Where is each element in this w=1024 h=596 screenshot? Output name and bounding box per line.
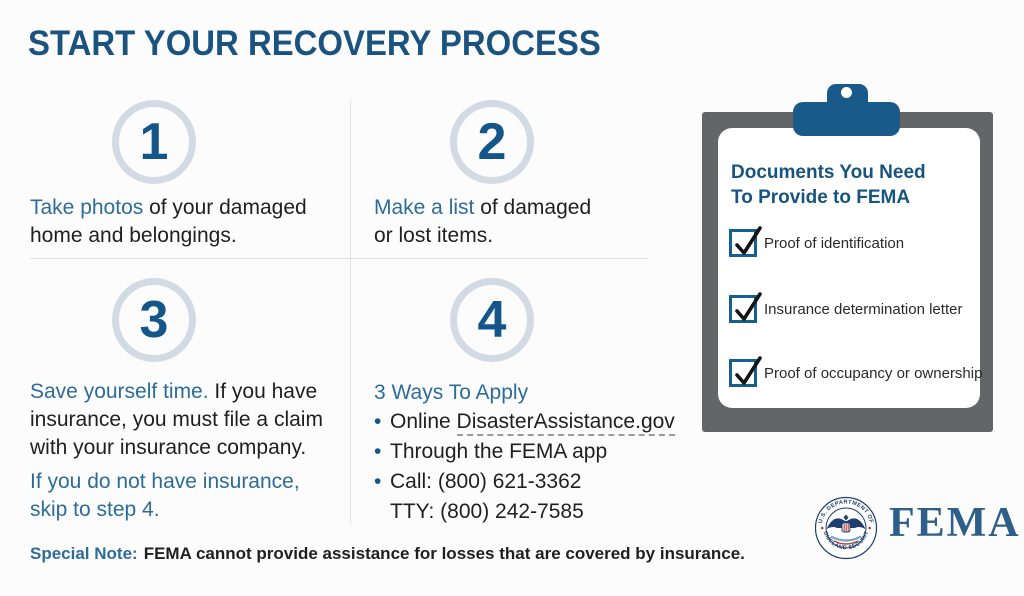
apply-option-app: • Through the FEMA app	[374, 437, 675, 467]
horizontal-divider	[30, 258, 648, 259]
step-4-badge: 4	[450, 278, 534, 362]
bullet-icon: •	[374, 470, 382, 493]
step-3-badge: 3	[112, 278, 196, 362]
step-3-text: Save yourself time. If you have insuranc…	[30, 378, 323, 462]
step-3-line-3: with your insurance company.	[30, 436, 307, 459]
special-note-label: Special Note:	[30, 544, 138, 563]
special-note-text: FEMA cannot provide assistance for losse…	[143, 544, 745, 563]
checklist-item: Proof of identification	[729, 226, 905, 257]
page-title: START YOUR RECOVERY PROCESS	[28, 24, 601, 63]
step-3-line-1: Save yourself time. If you have	[30, 380, 318, 403]
bullet-icon: •	[374, 440, 382, 463]
step-2-text: Make a list of damaged or lost items.	[374, 194, 591, 250]
step-3-number: 3	[139, 291, 169, 349]
step-4-number: 4	[477, 291, 507, 349]
checklist-item: Insurance determination letter	[729, 292, 963, 323]
clipboard-title-line-1: Documents You Need	[731, 162, 926, 183]
step-1-badge: 1	[112, 100, 196, 184]
dhs-seal-icon: U.S. DEPARTMENT OF HOMELAND SECURITY	[814, 496, 878, 560]
checkbox-checked[interactable]	[729, 356, 762, 387]
vertical-divider	[350, 100, 351, 524]
apply-option-online: • Online DisasterAssistance.gov	[374, 407, 675, 437]
step-2-number: 2	[477, 113, 507, 171]
tty-line: TTY: (800) 242-7585	[390, 500, 584, 523]
step-2-line-2: or lost items.	[374, 224, 494, 247]
checkmark-icon	[735, 356, 762, 385]
clipboard-paper	[718, 128, 980, 408]
step-3-note-line-2: skip to step 4.	[30, 498, 160, 521]
apply-option-call: • Call: (800) 621-3362	[374, 467, 675, 497]
clipboard-clip	[793, 102, 900, 136]
step-4-list: • Online DisasterAssistance.gov • Throug…	[374, 407, 675, 527]
step-3-line-2: insurance, you must file a claim	[30, 408, 323, 431]
disaster-assistance-link[interactable]: DisasterAssistance.gov	[456, 410, 675, 436]
checkmark-icon	[735, 292, 762, 321]
step-1-text: Take photos of your damaged home and bel…	[30, 194, 307, 250]
special-note: Special Note: FEMA cannot provide assista…	[30, 544, 745, 564]
bullet-icon: •	[374, 410, 382, 433]
clipboard-clip-hole	[841, 87, 852, 98]
step-3-note: If you do not have insurance, skip to st…	[30, 468, 300, 524]
step-2-line-1: Make a list of damaged	[374, 196, 592, 219]
checklist-label: Proof of occupancy or ownership	[764, 365, 983, 382]
step-3-note-line-1: If you do not have insurance,	[30, 470, 300, 493]
clipboard-title-line-2: To Provide to FEMA	[731, 187, 911, 208]
step-1-line-1: Take photos of your damaged	[30, 196, 307, 219]
step-1-number: 1	[139, 113, 169, 171]
step-4-heading: 3 Ways To Apply	[374, 381, 529, 404]
checklist-item: Proof of occupancy or ownership	[729, 356, 983, 387]
step-2-badge: 2	[450, 100, 534, 184]
checkmark-icon	[735, 226, 762, 255]
checklist-label: Insurance determination letter	[764, 301, 963, 318]
checkbox-checked[interactable]	[729, 226, 762, 257]
checkbox-checked[interactable]	[729, 292, 762, 323]
checklist-label: Proof of identification	[764, 235, 905, 252]
step-1-line-2: home and belongings.	[30, 224, 237, 247]
fema-wordmark: FEMA	[889, 500, 1021, 546]
clipboard-title: Documents You Need To Provide to FEMA	[731, 160, 926, 210]
